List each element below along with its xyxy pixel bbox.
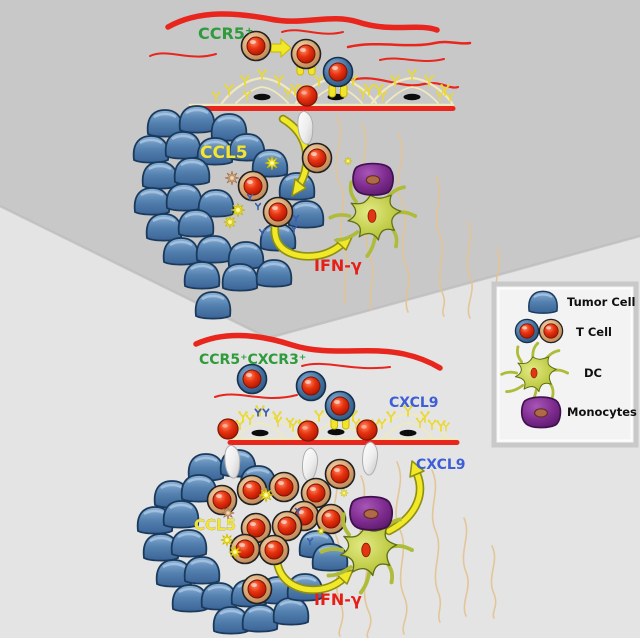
lysed-cell-icon — [224, 170, 240, 186]
chemokine-burst-icon — [220, 533, 234, 547]
tumor-cell — [133, 186, 171, 216]
chemokine-burst-icon — [223, 215, 237, 229]
t-cell-blue — [324, 390, 356, 422]
t-cell-tan — [258, 534, 290, 566]
tumor-cell — [183, 555, 221, 585]
tumor-cell — [287, 199, 325, 229]
monocyte-bottom — [349, 495, 394, 531]
legend-label-dc: DC — [584, 366, 602, 380]
migrating-cell-body — [217, 418, 239, 440]
t-cell-blue — [236, 363, 268, 395]
label-ccl5-top: CCL5 — [200, 143, 248, 163]
t-cell-tan — [301, 142, 333, 174]
t-cell-icon — [514, 318, 540, 344]
tumor-cell — [145, 212, 183, 242]
endothelium-bottom — [220, 404, 460, 445]
blood-vessel-bottom — [193, 332, 443, 399]
chemokine-burst-icon — [230, 202, 246, 218]
chemokine-burst-icon — [258, 487, 274, 503]
label-ccr5-cxcr3: CCR5⁺CXCR3⁺ — [199, 352, 306, 368]
label-cxcl9-vessel: CXCL9 — [389, 395, 439, 411]
t-cell-tan — [241, 573, 273, 605]
tumor-cell — [255, 258, 293, 288]
migrating-cell-body — [296, 85, 318, 107]
chemokine-burst-icon — [228, 545, 242, 559]
tumor-cell — [241, 603, 279, 633]
chemokine-burst-icon — [339, 488, 349, 498]
label-cxcl9-dc: CXCL9 — [416, 457, 466, 473]
tumor-cell — [195, 234, 233, 264]
legend-label-tumor-cell: Tumor Cell — [567, 295, 635, 309]
cxcl9-arrow-bottom — [384, 460, 425, 536]
tumor-cell — [132, 134, 170, 164]
tumor-cell — [141, 160, 179, 190]
monocyte-top — [352, 162, 394, 196]
endothelium-top — [187, 69, 456, 111]
chemokine-burst-icon — [264, 155, 280, 171]
legend: Tumor Cell T Cell DC Monocytes — [491, 281, 639, 448]
t-cell-tan — [324, 458, 356, 490]
tumor-cell — [164, 130, 202, 160]
legend-box — [491, 281, 639, 448]
t-cell-infiltration-arrow-top — [278, 114, 311, 197]
blood-vessel-top — [149, 11, 472, 89]
t-cell-blue — [322, 56, 354, 88]
tumor-cell — [162, 236, 200, 266]
tumor-cell — [178, 104, 216, 134]
label-ccr5: CCR5⁺ — [198, 24, 253, 43]
migrating-cell-body — [297, 420, 319, 442]
label-ifng-top: IFN-γ — [314, 256, 362, 275]
t-cell-tan — [237, 170, 269, 202]
legend-label-monocytes: Monocytes — [567, 405, 637, 419]
tumor-cell — [177, 208, 215, 238]
t-cell-tan — [236, 474, 268, 506]
labels: CCR5⁺ CCL5 IFN-γ CCR5⁺CXCR3⁺ CXCL9 CXCL9… — [194, 24, 466, 609]
t-cell-tan — [290, 38, 322, 70]
t-cell-blue — [295, 370, 327, 402]
tumor-cell — [272, 596, 310, 626]
chemokine-burst-icon — [343, 156, 353, 166]
legend-box-inner — [497, 287, 633, 442]
monocytes-icon — [520, 396, 562, 429]
tumor-cell — [221, 262, 259, 292]
rolling-direction-arrow — [270, 37, 292, 59]
t-cell-tan — [268, 471, 300, 503]
tumor-cell — [165, 182, 203, 212]
migrating-cell-body — [356, 419, 378, 441]
legend-label-t-cell: T Cell — [576, 325, 612, 339]
tumor-cell — [183, 260, 221, 290]
t-cell-icon — [538, 318, 564, 344]
t-cell-tan — [206, 484, 238, 516]
tumor-cell — [194, 290, 232, 320]
t-cell-tan — [262, 196, 294, 228]
chemokine-burst-icon — [316, 526, 326, 536]
label-ifng-bottom: IFN-γ — [314, 590, 362, 609]
label-ccl5-bottom: CCL5 — [194, 516, 236, 534]
tumor-cell-icon — [527, 290, 559, 315]
